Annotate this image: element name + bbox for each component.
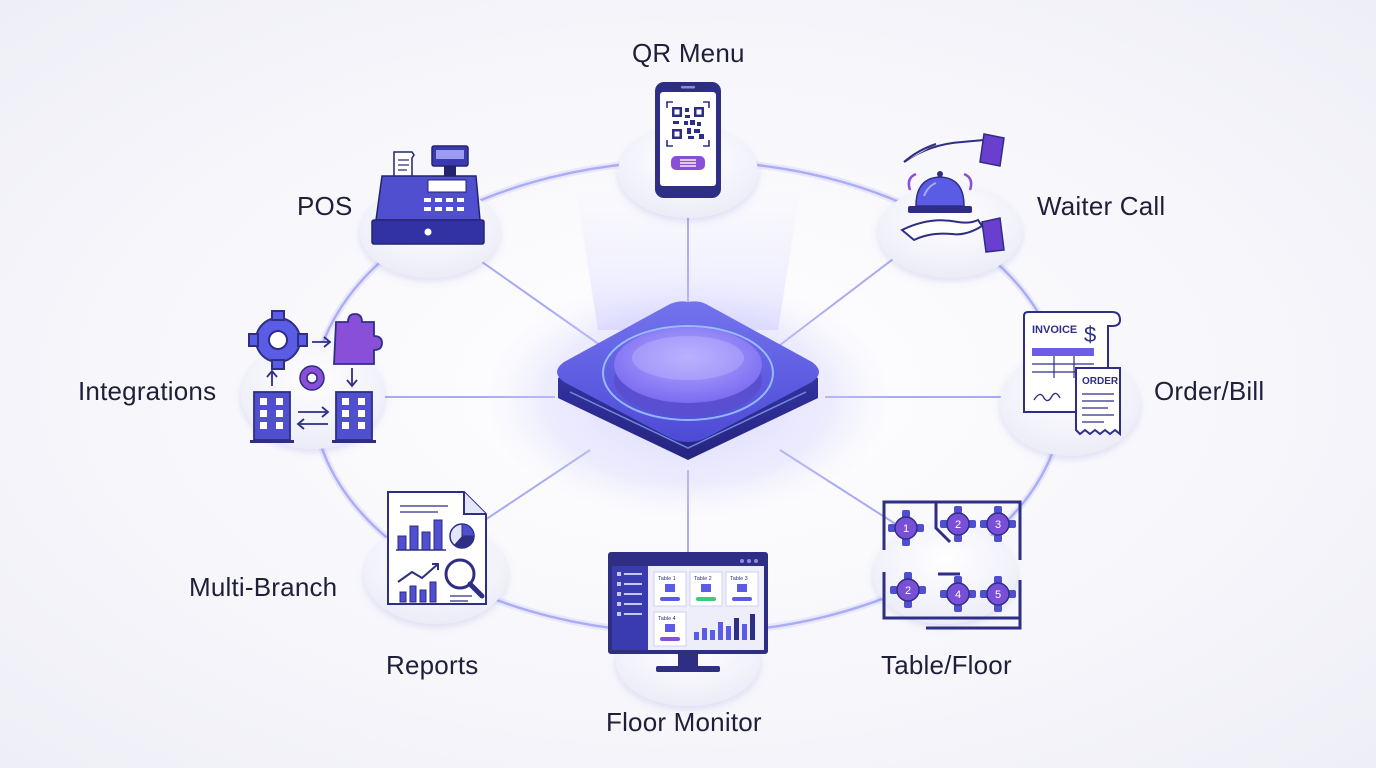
floor-table-number: 2 — [955, 519, 961, 531]
label-pos: POS — [297, 191, 353, 221]
monitor-cards: Table 1 Table 2 Table 3 Table 4 — [653, 571, 759, 647]
floor-table: 1 — [888, 510, 924, 546]
monitor-table-card: Table 1 — [653, 571, 687, 607]
svg-text:$: $ — [1084, 322, 1096, 347]
integrations-icon — [248, 310, 383, 443]
monitor-card-label: Table 2 — [694, 576, 712, 582]
label-order-bill: Order/Bill — [1154, 376, 1265, 406]
invoice-title: INVOICE — [1032, 324, 1077, 336]
qr-phone-icon — [655, 82, 721, 198]
monitor-card-label: Table 1 — [658, 576, 676, 582]
central-hub — [557, 301, 819, 460]
monitor-table-card: Table 4 — [653, 611, 687, 647]
label-table-floor: Table/Floor — [881, 650, 1012, 680]
floor-table-number: 2 — [905, 585, 911, 597]
label-integrations: Integrations — [78, 376, 217, 406]
invoice-icon: INVOICE $ ORDER — [1023, 311, 1122, 437]
label-floor-monitor: Floor Monitor — [606, 707, 762, 737]
floor-table: 2 — [890, 572, 926, 608]
floor-table: 5 — [980, 576, 1016, 612]
monitor-table-card: Table 3 — [725, 571, 759, 607]
order-title: ORDER — [1082, 376, 1119, 387]
floor-table: 4 — [940, 576, 976, 612]
floor-table-number: 4 — [955, 589, 961, 601]
label-qr-menu: QR Menu — [632, 38, 745, 68]
monitor-table-card: Table 2 — [689, 571, 723, 607]
monitor-card-label: Table 4 — [658, 616, 676, 622]
floor-table-number: 5 — [995, 589, 1001, 601]
floor-plan-icon: 1 2 3 2 4 5 — [882, 500, 1022, 630]
report-document-icon — [387, 491, 487, 605]
floor-table: 2 — [940, 506, 976, 542]
floor-table-number: 1 — [903, 523, 909, 535]
floor-tables: 1 2 3 2 4 5 — [888, 506, 1016, 612]
label-multi-branch: Multi-Branch — [189, 572, 338, 602]
cash-register-icon — [371, 145, 485, 245]
service-bell-icon — [900, 133, 1005, 253]
floor-table: 3 — [980, 506, 1016, 542]
label-waiter-call: Waiter Call — [1037, 191, 1166, 221]
monitor-card-label: Table 3 — [730, 576, 748, 582]
label-reports: Reports — [386, 650, 479, 680]
monitor-icon: Table 1 Table 2 Table 3 Table 4 — [608, 552, 768, 672]
floor-table-number: 3 — [995, 519, 1001, 531]
